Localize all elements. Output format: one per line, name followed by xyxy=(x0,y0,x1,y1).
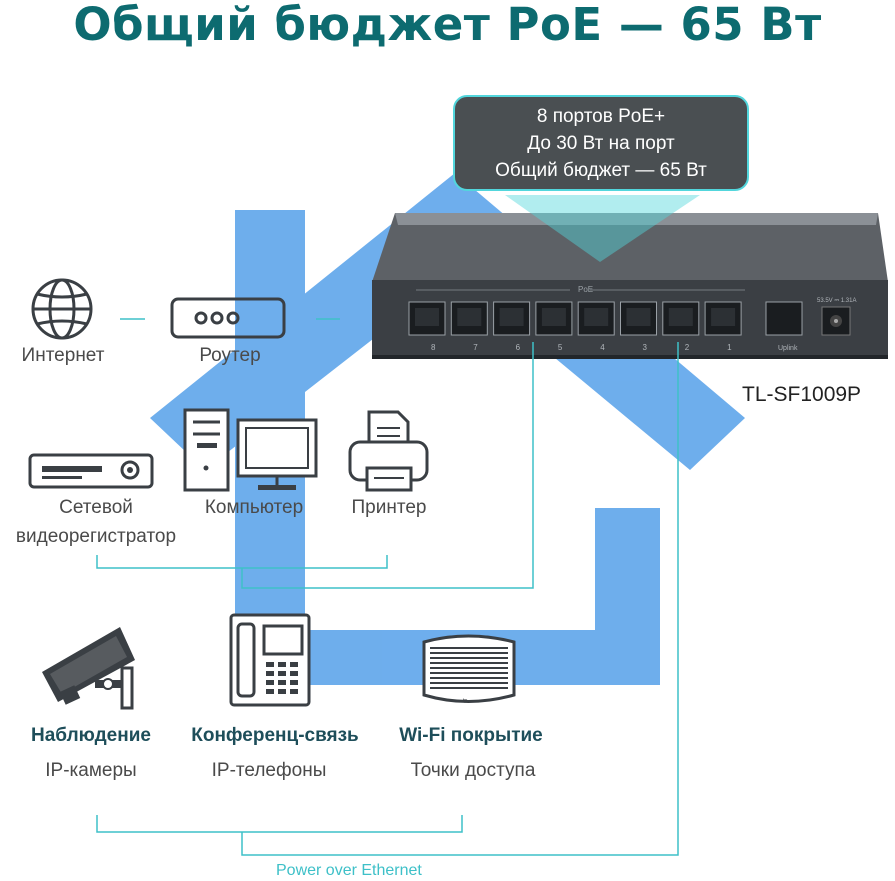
ethernet-port-socket xyxy=(415,308,439,326)
poe-port-group-label: PoE xyxy=(578,285,593,294)
ethernet-port-socket xyxy=(541,308,566,326)
port-number: 8 xyxy=(431,343,436,352)
keypad-key xyxy=(290,689,298,694)
callout-pointer xyxy=(505,195,700,262)
switch-device: PoE 8 7 6 5 4 3 2 1 Uplink 53.5V ⎓ 1.31A xyxy=(372,195,888,359)
router-icon xyxy=(170,297,286,339)
printer-icon xyxy=(348,410,429,492)
ethernet-port-socket xyxy=(668,308,693,326)
uplink-port xyxy=(765,301,803,336)
nvr-label-line2: видеорегистратор xyxy=(15,526,177,547)
keypad-key xyxy=(266,680,274,685)
ethernet-port-socket xyxy=(626,308,651,326)
model-name: TL-SF1009P xyxy=(742,383,862,406)
connector-lines xyxy=(96,318,679,856)
spec-callout: 8 портов PoE+ До 30 Вт на порт Общий бюд… xyxy=(453,95,749,191)
port-numbers: 8 7 6 5 4 3 2 1 xyxy=(431,343,732,352)
keypad-key xyxy=(290,671,298,676)
ethernet-port-socket xyxy=(584,308,609,326)
poe-label: Power over Ethernet xyxy=(276,862,422,879)
printer-label: Принтер xyxy=(351,497,427,518)
nvr-label-line1: Сетевой xyxy=(59,497,133,518)
router-label: Роутер xyxy=(199,345,261,366)
surveillance-title: Наблюдение xyxy=(31,725,151,746)
ethernet-port-socket xyxy=(457,308,482,326)
house-shape xyxy=(150,173,745,685)
nvr-icon xyxy=(28,453,154,489)
keypad-key xyxy=(278,680,286,685)
keypad-key xyxy=(266,689,274,694)
ethernet-port-socket xyxy=(499,308,524,326)
ip-phone-icon xyxy=(229,613,311,707)
uplink-label: Uplink xyxy=(778,345,798,352)
callout-line-ports: 8 портов PoE+ xyxy=(536,106,666,127)
ip-phones-label: IP-телефоны xyxy=(211,760,327,781)
computer-icon xyxy=(183,408,318,492)
conference-title: Конференц-связь xyxy=(191,725,359,746)
port-number: 4 xyxy=(600,343,605,352)
keypad-key xyxy=(266,671,274,676)
callout-line-per-port: До 30 Вт на порт xyxy=(527,133,675,154)
port-number: 3 xyxy=(643,343,648,352)
keypad-key xyxy=(290,662,298,667)
port-number: 5 xyxy=(558,343,563,352)
callout-line-budget: Общий бюджет — 65 Вт xyxy=(495,160,707,181)
port-number: 1 xyxy=(727,343,732,352)
port-number: 6 xyxy=(516,343,521,352)
access-points-label: Точки доступа xyxy=(410,760,536,781)
power-label: 53.5V ⎓ 1.31A xyxy=(817,298,856,304)
internet-label: Интернет xyxy=(21,345,105,366)
ip-cameras-label: IP-камеры xyxy=(45,760,137,781)
ethernet-port-socket xyxy=(711,308,736,326)
access-point-icon: tp xyxy=(422,634,516,704)
port-number: 2 xyxy=(685,343,690,352)
page-title: Общий бюджет PoE — 65 Вт xyxy=(73,0,822,51)
keypad-key xyxy=(278,671,286,676)
wifi-title: Wi-Fi покрытие xyxy=(399,725,543,746)
keypad-key xyxy=(266,662,274,667)
ethernet-ports xyxy=(408,301,742,336)
keypad-key xyxy=(278,662,286,667)
computer-label: Компьютер xyxy=(204,497,304,518)
globe-icon xyxy=(31,278,93,340)
keypad-key xyxy=(278,689,286,694)
keypad-key xyxy=(290,680,298,685)
camera-icon xyxy=(42,627,135,710)
port-number: 7 xyxy=(473,343,478,352)
svg-text:tp: tp xyxy=(463,698,467,704)
